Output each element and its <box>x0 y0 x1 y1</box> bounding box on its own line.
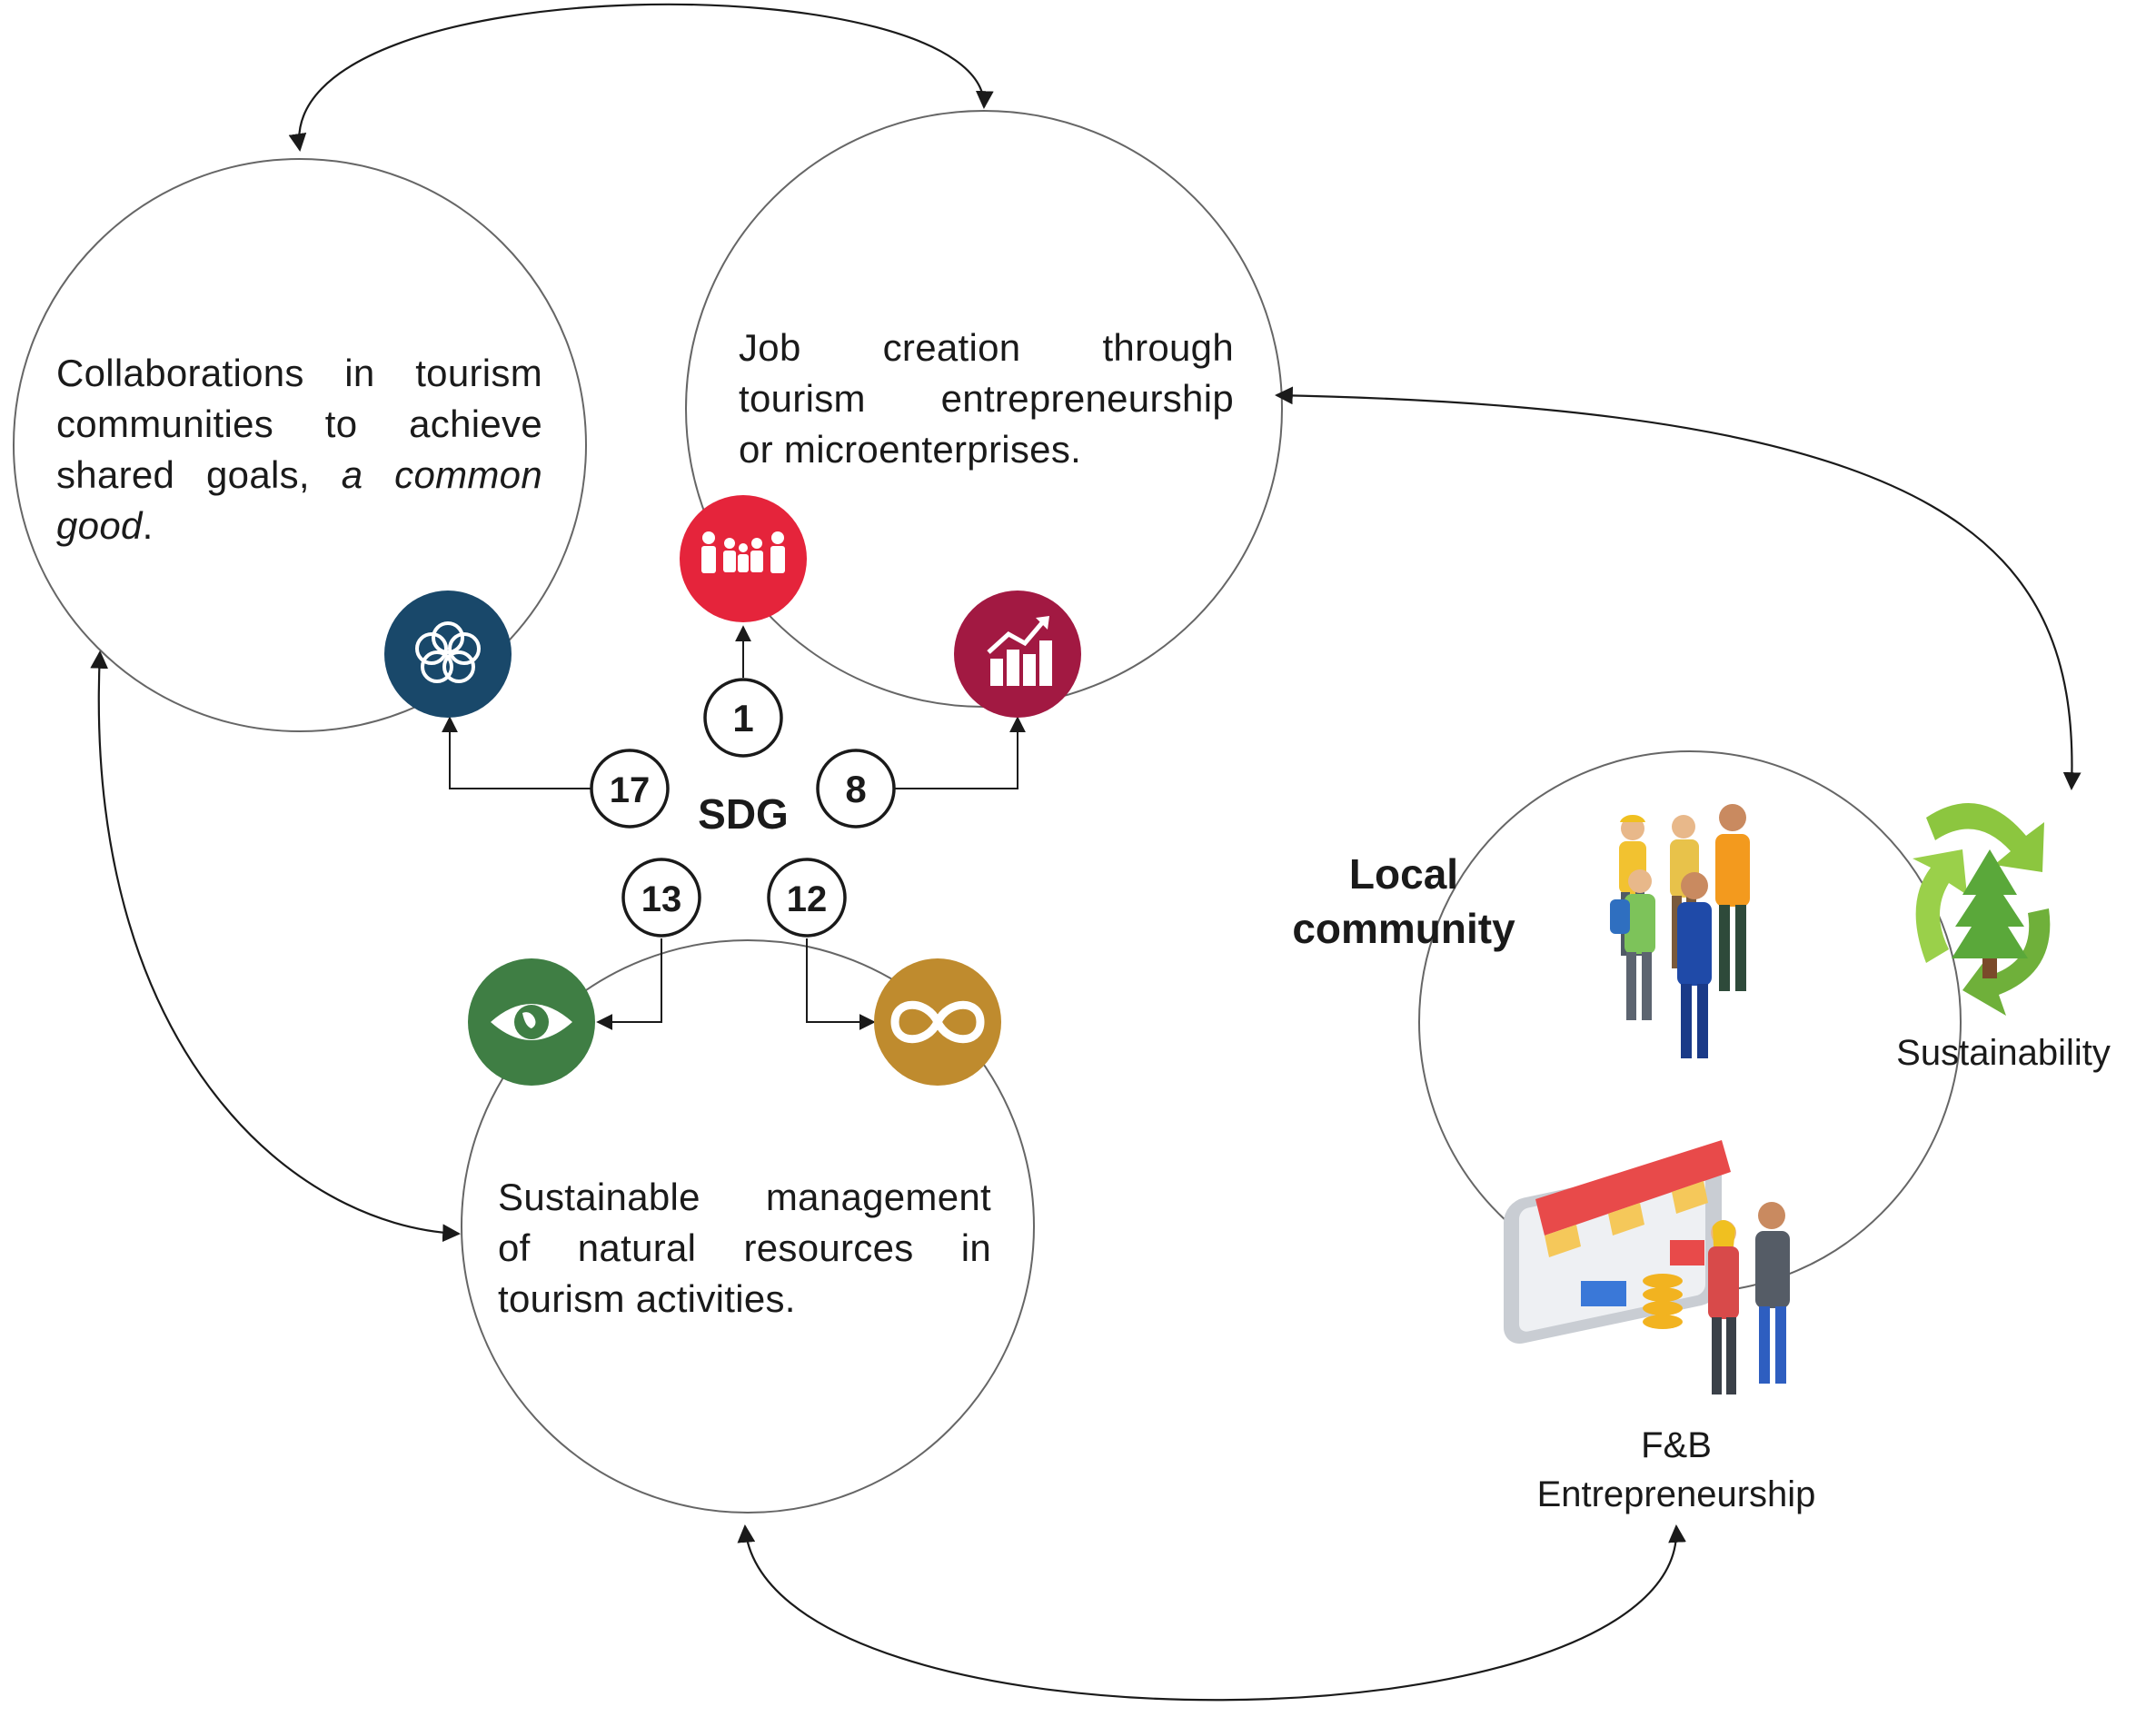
sdg-number-12: 12 <box>767 858 847 938</box>
sustainability-recycle-tree-icon <box>1913 803 2051 1016</box>
job-creation-line-1: Job creation through <box>739 326 1234 369</box>
sdg-connectors <box>442 625 1026 1030</box>
sustainability-label: Sustainability <box>1896 1033 2111 1073</box>
connector-arrow-bottom <box>737 1524 1686 1702</box>
connector-arrow-left <box>90 650 461 1243</box>
sdg-number-12-label: 12 <box>787 879 828 919</box>
sdg-number-8-label: 8 <box>845 768 866 810</box>
collaboration-line-3: shared goals, a common <box>56 450 542 501</box>
collaboration-text: Collaborations in tourism communities to… <box>56 348 542 551</box>
job-creation-text: Job creation through tourism entrepreneu… <box>739 323 1234 475</box>
partnerships-flower-icon <box>384 591 512 718</box>
people-group-icon <box>1610 804 1750 1058</box>
collaboration-line-3-text: shared goals, <box>56 453 342 496</box>
natural-resources-line-3: tourism activities. <box>498 1277 796 1320</box>
economic-growth-chart-icon <box>954 591 1081 718</box>
responsible-consumption-infinity-icon <box>874 958 1001 1086</box>
collaboration-line-4: good. <box>56 501 542 551</box>
natural-resources-circle <box>461 939 1035 1514</box>
sdg-number-1: 1 <box>703 678 783 758</box>
collaboration-italic-tail: a common <box>341 453 542 496</box>
no-poverty-family-icon <box>680 495 807 622</box>
connector-arrow-top <box>288 3 994 152</box>
natural-resources-line-2: of natural resources in <box>498 1226 991 1269</box>
collaboration-line-2: communities to achieve <box>56 402 542 445</box>
local-community-title-line1: Local <box>1349 850 1458 898</box>
fb-shop-phone-icon <box>1504 1140 1790 1394</box>
sdg-number-8: 8 <box>816 749 896 829</box>
sdg-number-13: 13 <box>621 858 701 938</box>
natural-resources-line-1: Sustainable management <box>498 1176 991 1218</box>
connector-arrow-right <box>1275 386 2081 790</box>
local-community-title-line2: community <box>1292 905 1515 952</box>
collaboration-italic-last: good <box>56 504 143 547</box>
collaboration-line-1: Collaborations in tourism <box>56 352 542 394</box>
sdg-number-13-label: 13 <box>641 879 682 919</box>
natural-resources-text: Sustainable management of natural resour… <box>498 1172 991 1325</box>
climate-action-eye-globe-icon <box>468 958 595 1086</box>
job-creation-line-2: tourism entrepreneurship <box>739 377 1234 420</box>
sdg-center-label: SDG <box>698 790 789 838</box>
sdg-number-17-label: 17 <box>610 770 651 810</box>
fb-label-line1: F&B <box>1641 1425 1712 1465</box>
sdg-number-17: 17 <box>590 749 670 829</box>
sdg-number-1-label: 1 <box>732 697 753 739</box>
fb-label-line2: Entrepreneurship <box>1537 1474 1816 1514</box>
job-creation-line-3: or microenterprises. <box>739 428 1082 471</box>
collaboration-end-punct: . <box>142 504 154 547</box>
